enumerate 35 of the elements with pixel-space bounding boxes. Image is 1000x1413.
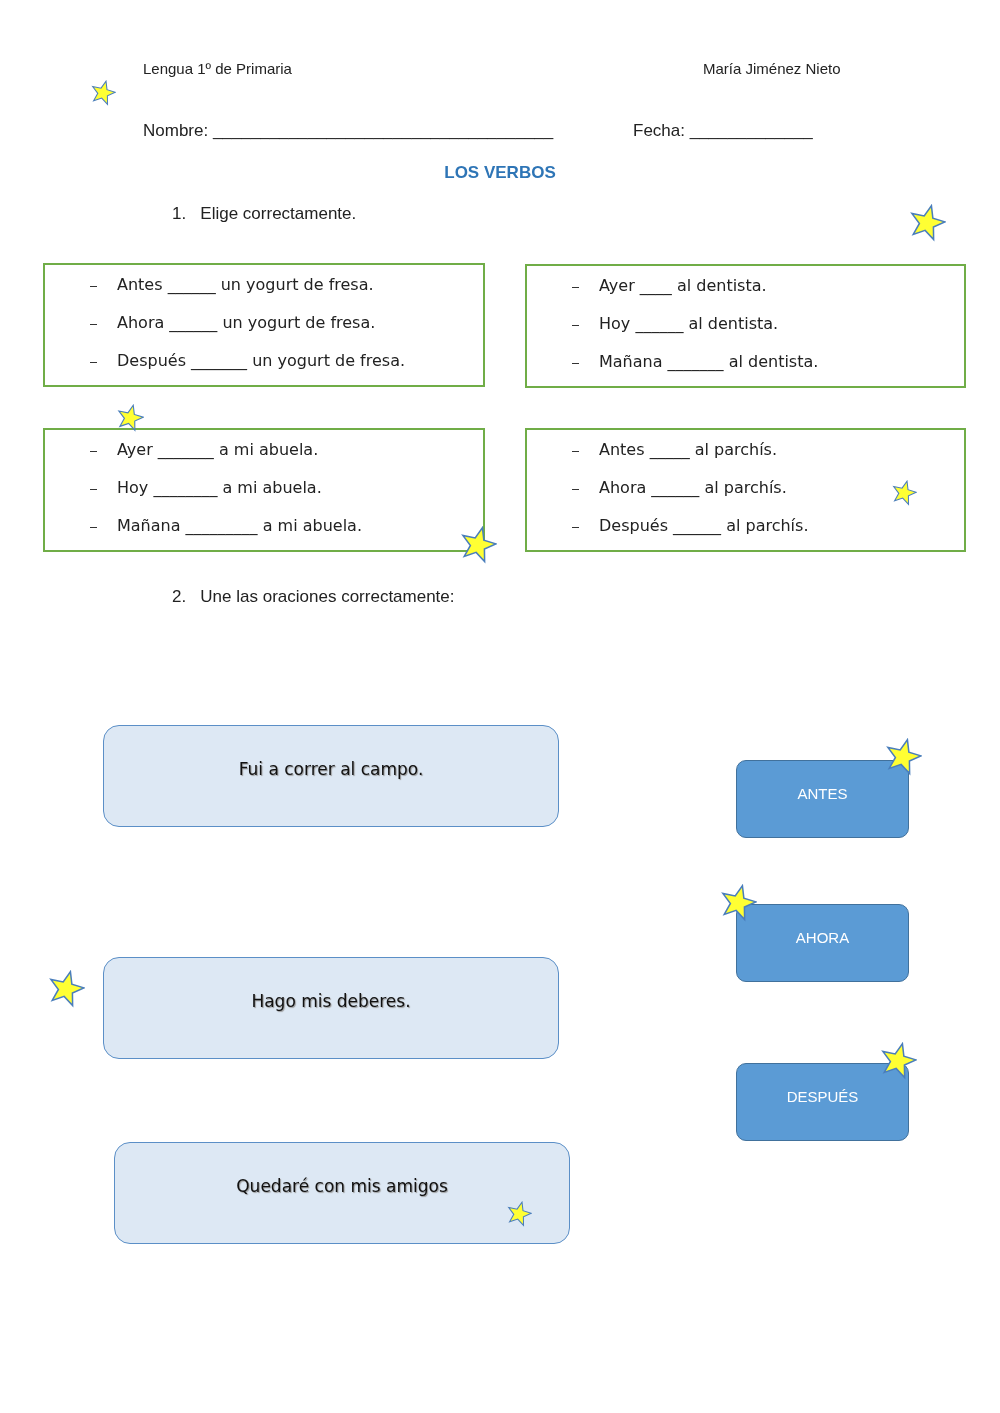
sentence-card xyxy=(103,725,559,827)
sentence-text: Ahora ______ al parchís. xyxy=(599,478,787,497)
sentence-text: Fui a correr al campo. xyxy=(238,759,424,779)
subject-label: Lengua 1º de Primaria xyxy=(143,60,292,77)
sentence-card xyxy=(114,1142,570,1244)
exercise-box xyxy=(43,428,485,552)
sentence-text: Hoy ________ a mi abuela. xyxy=(117,478,322,497)
sentence-text: Ayer _______ a mi abuela. xyxy=(117,440,319,459)
sentence-text: Después ______ al parchís. xyxy=(599,516,809,535)
sentence-text: Mañana _________ a mi abuela. xyxy=(117,516,362,535)
time-word-card xyxy=(736,760,909,838)
author-name: María Jiménez Nieto xyxy=(703,60,841,77)
sentence-text: Quedaré con mis amigos xyxy=(236,1176,448,1196)
sentence-text: Hoy ______ al dentista. xyxy=(599,314,779,333)
name-field: Nombre: ____________________________________ xyxy=(143,121,554,141)
exercise-box xyxy=(525,428,966,552)
sentence-card xyxy=(103,957,559,1059)
exercise-box xyxy=(43,263,485,387)
sentence-text: Después _______ un yogurt de fresa. xyxy=(117,351,406,370)
sentence-text: Antes ______ un yogurt de fresa. xyxy=(117,275,374,294)
date-field: Fecha: _____________ xyxy=(633,121,813,141)
sentence-text: Antes _____ al parchís. xyxy=(599,440,778,459)
time-word-card xyxy=(736,1063,909,1141)
sentence-text: Mañana _______ al dentista. xyxy=(599,352,819,371)
exercise-instruction: 1. Elige correctamente. xyxy=(172,204,357,224)
sentence-text: Ayer ____ al dentista. xyxy=(599,276,767,295)
time-word-card xyxy=(736,904,909,982)
exercise-instruction: 2. Une las oraciones correctamente: xyxy=(172,587,455,607)
card-label: ANTES xyxy=(797,784,848,802)
card-label: AHORA xyxy=(795,928,850,946)
exercise-box xyxy=(525,264,966,388)
card-label: DESPUÉS xyxy=(786,1087,859,1105)
sentence-text: Hago mis deberes. xyxy=(251,991,411,1011)
worksheet-title: LOS VERBOS xyxy=(443,163,557,183)
sentence-text: Ahora ______ un yogurt de fresa. xyxy=(117,313,376,332)
